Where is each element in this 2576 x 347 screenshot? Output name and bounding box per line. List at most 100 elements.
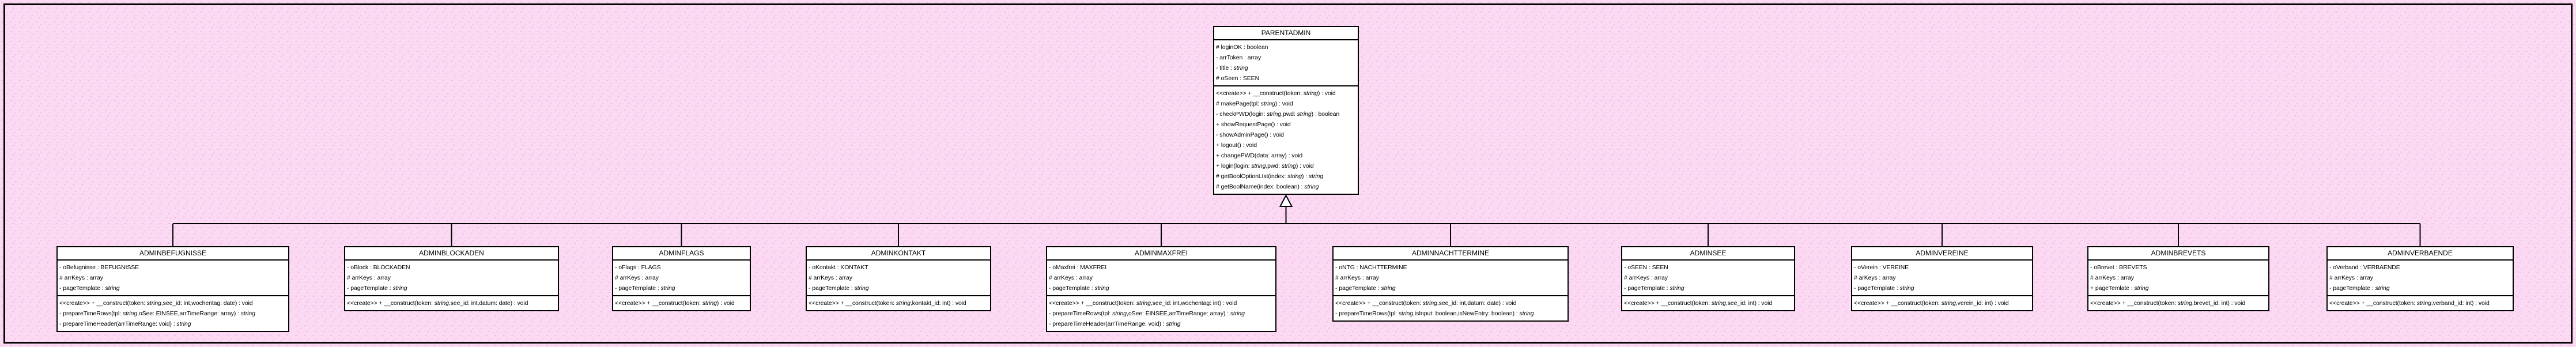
attributes-compartment: - oFlags : FLAGS # arrKeys : array - pageT… xyxy=(613,261,750,295)
class-name: ADMINNACHTTERMINE xyxy=(1334,247,1567,261)
attributes-compartment: - oVerband : VERBAENDE # arrKeys : array -… xyxy=(2328,261,2513,295)
method-row: + login(login: string,pwd: string) : voi… xyxy=(1216,163,1314,169)
attribute-row: # arrKeys : array xyxy=(2090,274,2134,281)
attribute-row: - oNTG : NACHTTERMINE xyxy=(1335,264,1407,271)
attribute-row: - oSEEN : SEEN xyxy=(1624,264,1668,271)
method-row: - prepareTimeHeader(arrTimeRange: void) … xyxy=(59,320,191,327)
method-row: + showRequestPage() : void xyxy=(1216,121,1291,128)
attribute-row: - pageTemplate : string xyxy=(1624,285,1684,292)
uml-class-adminflags[interactable]: ADMINFLAGS - oFlags : FLAGS # arrKeys : ar… xyxy=(612,246,751,311)
uml-class-adminbefugnisse[interactable]: ADMINBEFUGNISSE- oBefugnisse : BEFUGNISS… xyxy=(56,246,289,332)
uml-class-adminsee[interactable]: ADMINSEE- oSEEN : SEEN# arrKeys : array-… xyxy=(1621,246,1795,311)
attribute-row: - title : string xyxy=(1216,65,1248,71)
methods-compartment: <<create>> + __construct(token: string,s… xyxy=(1622,295,1794,310)
method-row: <<create>> + __construct(token: string,k… xyxy=(809,300,966,307)
attribute-row: # arrKeys : array xyxy=(59,274,103,281)
methods-compartment: <<create>> + __construct(token: string,v… xyxy=(2328,295,2513,310)
methods-compartment: <<create>> + __construct(token: string,s… xyxy=(1047,295,1275,331)
attribute-row: + pageTemlate : string xyxy=(2090,285,2149,292)
method-row: # makePage(tpl: string) : void xyxy=(1216,100,1293,107)
attribute-row: - pageTemplate : string xyxy=(615,285,675,292)
attribute-row: # arrKeys : array xyxy=(1335,274,1379,281)
attribute-row: - pageTemplate : string xyxy=(809,285,869,292)
inheritance-arrow-icon xyxy=(1279,194,1293,207)
attribute-row: - pageTemplate : string xyxy=(59,285,120,292)
method-row: # getBoolOptionLIst(index: string) : str… xyxy=(1216,173,1323,180)
method-row: <<create>> + __construct(token: string) … xyxy=(1216,90,1336,97)
attributes-compartment: - oBlock : BLOCKADEN # arrKeys : array - p… xyxy=(345,261,558,295)
attributes-compartment: # loginOK : boolean - arrToken : array - t… xyxy=(1214,40,1358,85)
attributes-compartment: - oKontakt : KONTAKT# arrKeys : array- p… xyxy=(807,261,990,295)
method-row: # getBoolName(index: boolean) : string xyxy=(1216,183,1319,190)
class-name: ADMINVEREINE xyxy=(1852,247,2032,261)
methods-compartment: <<create>> + __construct(token: string) … xyxy=(1214,85,1358,194)
attribute-row: - pageTemplate : string xyxy=(2329,285,2390,292)
method-row: <<create>> + __construct(token: string,b… xyxy=(2090,300,2246,307)
attribute-row: - pageTemplate : string xyxy=(1854,285,1914,292)
attributes-compartment: - oSEEN : SEEN # arrKeys : array - pageTem… xyxy=(1622,261,1794,295)
methods-compartment: <<create>> + __construct(token: string,v… xyxy=(1852,295,2032,310)
attribute-row: - oBrevet : BREVETS xyxy=(2090,264,2147,271)
method-row: <<create>> + __construct(token: string) … xyxy=(615,300,735,307)
attribute-row: - oMaxfrei : MAXFREI xyxy=(1049,264,1107,271)
attribute-row: - pageTemplate : string xyxy=(347,285,407,292)
class-name: ADMINSEE xyxy=(1622,247,1794,261)
methods-compartment: <<create>> + __construct(token: string,s… xyxy=(58,295,288,331)
method-row: - checkPWD(login: string,pwd: string) : … xyxy=(1216,111,1340,118)
method-row: <<create>> + __construct(token: string,s… xyxy=(1624,300,1773,307)
method-row: <<create>> + __construct(token: string,s… xyxy=(59,300,253,307)
class-name: ADMINBLOCKADEN xyxy=(345,247,558,261)
methods-compartment: <<create>> + __construct(token: string,k… xyxy=(807,295,990,310)
attribute-row: - oKontakt : KONTAKT xyxy=(809,264,868,271)
method-row: <<create>> + __construct(token: string,s… xyxy=(1049,300,1237,307)
uml-class-adminverbaende[interactable]: ADMINVERBAENDE - oVerband : VERBAENDE # ar… xyxy=(2326,246,2514,311)
method-row: - showAdminPage() : void xyxy=(1216,131,1284,138)
attribute-row: # arrKeys : array xyxy=(2329,274,2373,281)
method-row: - prepareTimeRows(tpl: string,oSee: EINS… xyxy=(1049,310,1245,317)
class-name: ADMINMAXFREI xyxy=(1047,247,1275,261)
class-name: ADMINVERBAENDE xyxy=(2328,247,2513,261)
uml-class-adminnachttermine[interactable]: ADMINNACHTTERMINE - oNTG : NACHTTERMINE # … xyxy=(1332,246,1569,322)
class-name: ADMINFLAGS xyxy=(613,247,750,261)
attribute-row: # loginOK : boolean xyxy=(1216,44,1268,51)
method-row: <<create>> + __construct(token: string,s… xyxy=(347,300,528,307)
uml-class-adminblockaden[interactable]: ADMINBLOCKADEN - oBlock : BLOCKADEN # arrK… xyxy=(344,246,559,311)
methods-compartment: <<create>> + __construct(token: string) … xyxy=(613,295,750,310)
attribute-row: # oSeen : SEEN xyxy=(1216,75,1260,82)
methods-compartment: <<create>> + __construct(token: string,b… xyxy=(2088,295,2268,310)
attribute-row: # arrKeys : array xyxy=(1624,274,1668,281)
attributes-compartment: - oBrevet : BREVETS # arrKeys : array + pa… xyxy=(2088,261,2268,295)
uml-class-adminbrevets[interactable]: ADMINBREVETS- oBrevet : BREVETS# arrKeys… xyxy=(2087,246,2269,311)
uml-class-adminmaxfrei[interactable]: ADMINMAXFREI - oMaxfrei : MAXFREI # arrKey… xyxy=(1046,246,1276,332)
attribute-row: - oVerband : VERBAENDE xyxy=(2329,264,2400,271)
class-name: ADMINBEFUGNISSE xyxy=(58,247,288,261)
attribute-row: - oVerein : VEREINE xyxy=(1854,264,1909,271)
method-row: - prepareTimeHeader(arrTimeRange: void) … xyxy=(1049,320,1181,327)
method-row: <<create>> + __construct(token: string,s… xyxy=(1335,300,1517,307)
methods-compartment: <<create>> + __construct(token: string,s… xyxy=(1334,295,1567,320)
attribute-row: - oBlock : BLOCKADEN xyxy=(347,264,410,271)
attribute-row: - pageTemplate : string xyxy=(1049,285,1109,292)
method-row: <<create>> + __construct(token: string,v… xyxy=(1854,300,2009,307)
attribute-row: # arrKeys : array xyxy=(347,274,391,281)
attribute-row: - arrToken : array xyxy=(1216,54,1261,61)
method-row: - prepareTimeRows(tpl: string,oSee: EINS… xyxy=(59,310,255,317)
attributes-compartment: - oBefugnisse : BEFUGNISSE# arrKeys : ar… xyxy=(58,261,288,295)
attribute-row: # arKeys : array xyxy=(1854,274,1896,281)
method-row: + changePWD(data: array) : void xyxy=(1216,152,1303,159)
attribute-row: # arrKeys : array xyxy=(1049,274,1093,281)
class-name: ADMINKONTAKT xyxy=(807,247,990,261)
method-row: + logout() : void xyxy=(1216,142,1257,149)
uml-class-adminvereine[interactable]: ADMINVEREINE - oVerein : VEREINE # arKeys … xyxy=(1851,246,2033,311)
attribute-row: - oFlags : FLAGS xyxy=(615,264,661,271)
attribute-row: # arrKeys : array xyxy=(615,274,659,281)
class-name: PARENTADMIN xyxy=(1214,27,1358,40)
attributes-compartment: - oMaxfrei : MAXFREI # arrKeys : array - p… xyxy=(1047,261,1275,295)
uml-class-adminkontakt[interactable]: ADMINKONTAKT- oKontakt : KONTAKT# arrKey… xyxy=(806,246,991,311)
uml-class-parentadmin[interactable]: PARENTADMIN # loginOK : boolean - arrToken… xyxy=(1213,26,1359,195)
method-row: - prepareTimeRows(tpl: string,isInput: b… xyxy=(1335,310,1534,317)
attributes-compartment: - oVerein : VEREINE # arKeys : array - pag… xyxy=(1852,261,2032,295)
method-row: <<create>> + __construct(token: string,v… xyxy=(2329,300,2490,307)
attributes-compartment: - oNTG : NACHTTERMINE# arrKeys : array- … xyxy=(1334,261,1567,295)
